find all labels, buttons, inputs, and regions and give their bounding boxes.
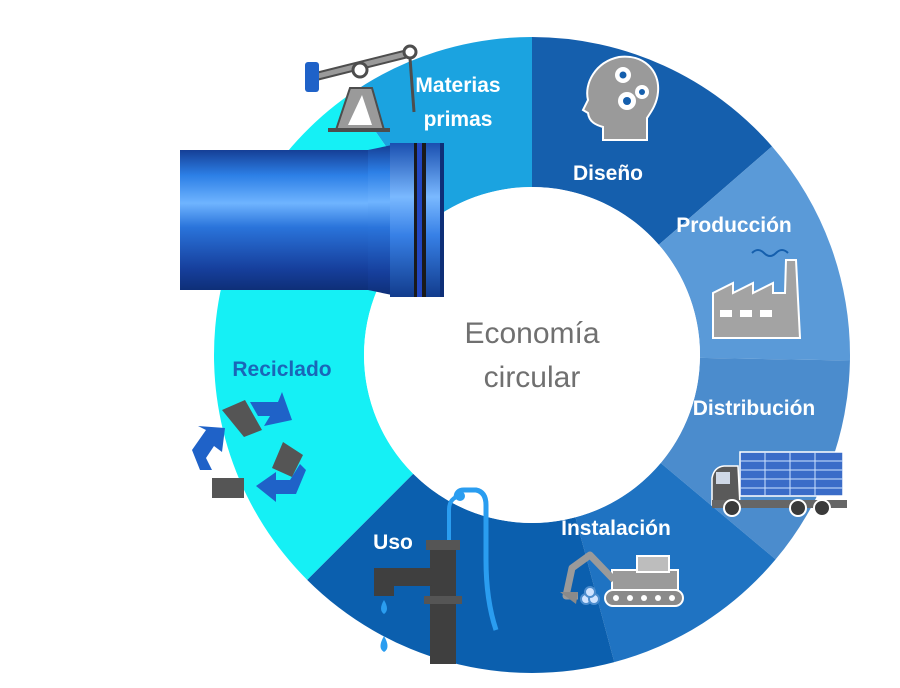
water-tap-icon <box>374 487 499 664</box>
head-gears-icon <box>581 55 660 141</box>
ring-segment-produccion <box>658 146 850 361</box>
center-disk <box>364 187 700 523</box>
label-diseno: Diseño <box>573 162 643 185</box>
label-instalacion: Instalación <box>561 517 671 540</box>
excavator-icon <box>560 551 684 607</box>
factory-icon <box>712 249 802 339</box>
label-materias-primas-line1: Materias <box>415 74 500 97</box>
pvc-pipe-image <box>180 143 444 297</box>
truck-with-pipes-icon <box>711 451 847 517</box>
label-uso: Uso <box>373 531 413 554</box>
recycle-icon <box>192 392 306 502</box>
ring-segment-materias-primas <box>349 37 532 218</box>
center-title-line1: Economía <box>464 317 599 350</box>
label-materias-primas-line2: primas <box>424 108 493 131</box>
ring-segment-instalacion <box>575 462 776 663</box>
oil-pump-jack-icon <box>305 44 418 132</box>
ring-segment-uso <box>307 473 615 673</box>
label-produccion: Producción <box>676 214 792 237</box>
label-reciclado: Reciclado <box>232 358 331 381</box>
center-title-line2: circular <box>484 361 581 394</box>
label-distribucion: Distribución <box>693 397 816 420</box>
